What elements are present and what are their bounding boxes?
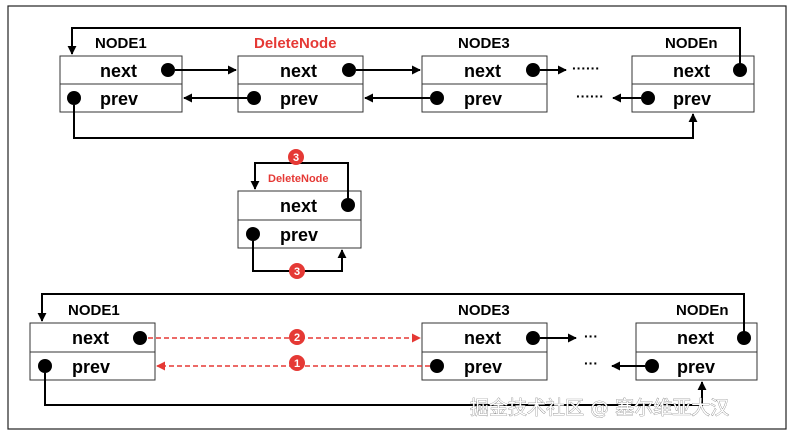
mid-step-badge-top: 3 (288, 149, 304, 165)
bot-step-badge-next: 2 (289, 329, 305, 345)
bot-node1-next-dot (133, 331, 147, 345)
top-node3-next-label: next (464, 61, 501, 81)
bot-wrap-noden-next-to-node1 (37, 293, 745, 338)
top-node3-next-dot (526, 63, 540, 77)
bot-step-badge-prev-label: 1 (294, 358, 300, 370)
top-node1: next prev (59, 55, 183, 113)
top-prev-ellipsis: ······ (576, 88, 604, 104)
bot-node3-title: NODE3 (458, 302, 510, 319)
bot-noden: next prev (635, 322, 758, 381)
top-wrap-node1-prev-to-noden (73, 105, 698, 139)
bot-noden-next-label: next (677, 328, 714, 348)
top-deletenode-prev-dot (247, 91, 261, 105)
bot-prev-ellipsis: ··· (584, 355, 598, 371)
top-noden-prev-label: prev (673, 89, 711, 109)
mid-deletenode: next prev (237, 190, 362, 249)
top-next-ellipsis: ······ (572, 60, 600, 76)
bot-node3-prev-label: prev (464, 357, 502, 377)
top-deletenode: next prev (237, 55, 364, 113)
top-wrap-noden-next-to-node1 (67, 27, 741, 70)
top-node1-prev-dot (67, 91, 81, 105)
bot-node1-prev-label: prev (72, 357, 110, 377)
top-noden-next-label: next (673, 61, 710, 81)
mid-step-badge-bottom-label: 3 (294, 266, 300, 278)
bot-node3-prev-dot (430, 359, 444, 373)
mid-deletenode-prev-dot (246, 227, 260, 241)
top-deletenode-title: DeleteNode (254, 35, 337, 52)
top-node1-next-dot (161, 63, 175, 77)
top-node3-title: NODE3 (458, 35, 510, 52)
bot-node1-prev-dot (38, 359, 52, 373)
bot-noden-prev-dot (645, 359, 659, 373)
bot-noden-next-cell (635, 322, 758, 353)
mid-deletenode-next-label: next (280, 196, 317, 216)
mid-deletenode-prev-label: prev (280, 225, 318, 245)
watermark-text: 掘金技术社区 @ 塞尔维亚大汉 (470, 397, 729, 419)
top-node1-prev-label: prev (100, 89, 138, 109)
top-noden-title: NODEn (665, 35, 718, 52)
bot-node3: next prev (421, 322, 548, 381)
top-node1-title: NODE1 (95, 35, 147, 52)
top-noden-prev-dot (641, 91, 655, 105)
top-node3-prev-dot (430, 91, 444, 105)
bot-noden-prev-label: prev (677, 357, 715, 377)
bot-step-badge-prev: 1 (289, 355, 305, 371)
mid-deletenode-next-cell (237, 190, 362, 221)
bot-step-badge-next-label: 2 (294, 332, 300, 344)
mid-self-loop-next (250, 162, 349, 205)
bot-node3-next-label: next (464, 328, 501, 348)
mid-deletenode-title: DeleteNode (268, 173, 329, 185)
bot-node1: next prev (29, 322, 156, 381)
bot-node1-title: NODE1 (68, 302, 120, 319)
mid-step-badge-top-label: 3 (293, 152, 299, 164)
top-node1-next-label: next (100, 61, 137, 81)
top-node3-prev-label: prev (464, 89, 502, 109)
top-deletenode-prev-label: prev (280, 89, 318, 109)
top-node3: next prev (421, 55, 548, 113)
bot-node3-next-dot (526, 331, 540, 345)
mid-step-badge-bottom: 3 (289, 263, 305, 279)
bot-node1-next-label: next (72, 328, 109, 348)
bot-next-ellipsis: ··· (584, 328, 598, 344)
top-deletenode-next-label: next (280, 61, 317, 81)
bot-noden-title: NODEn (676, 302, 729, 319)
top-deletenode-next-dot (342, 63, 356, 77)
bot-wrap-node1-prev-to-noden (44, 373, 707, 406)
top-noden: next prev (631, 55, 755, 113)
